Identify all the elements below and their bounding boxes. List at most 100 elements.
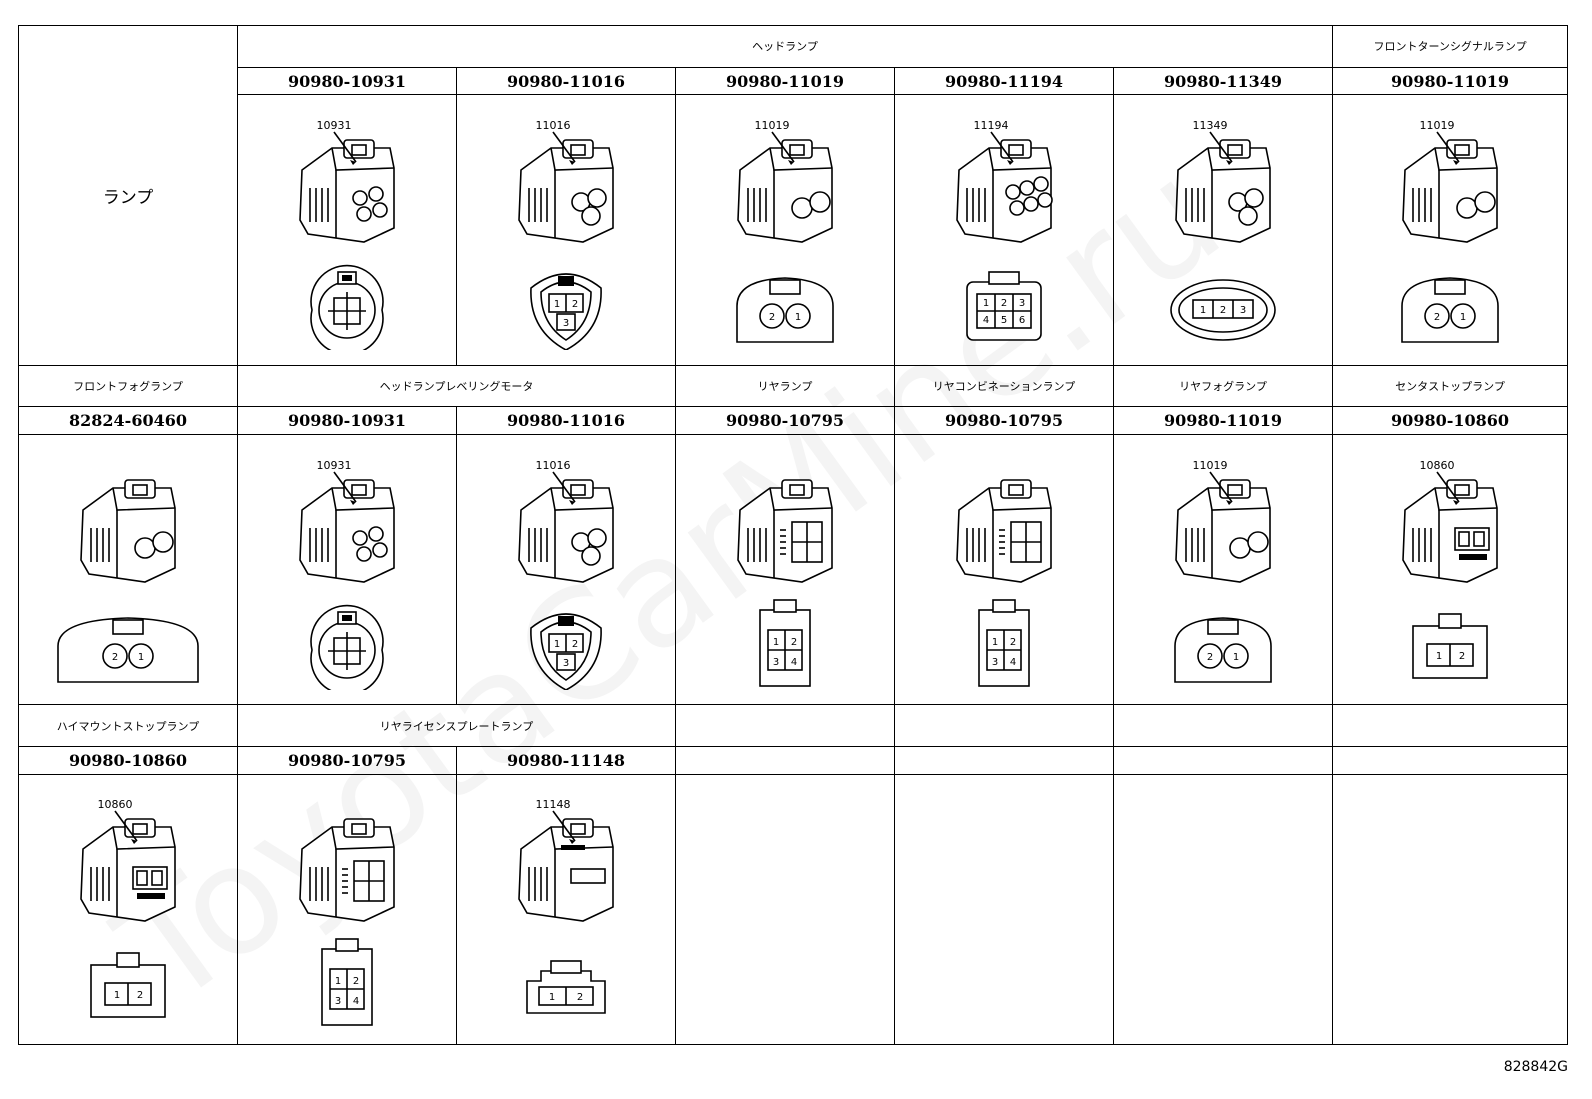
lamp-title: ランプ	[102, 187, 154, 208]
line-art	[372, 202, 388, 218]
line-art	[561, 845, 585, 851]
pin-number: 1	[1436, 651, 1442, 662]
connector-front-view	[310, 604, 384, 690]
pin-number: 5	[1001, 315, 1007, 326]
line-art	[791, 197, 813, 219]
group-label: ヘッドランプレベリングモータ	[237, 364, 676, 408]
line-art	[112, 618, 144, 635]
line-art	[132, 823, 148, 836]
group-label: ハイマウントストップランプ	[18, 704, 238, 748]
line-art	[570, 144, 586, 156]
pin-number: 1	[992, 637, 998, 648]
line-art	[1247, 530, 1269, 553]
line-art	[558, 275, 574, 286]
line-art	[1023, 196, 1039, 212]
pin-number: 4	[983, 315, 989, 326]
line-art	[1037, 192, 1053, 208]
part-number-row-3: 90980-10860 90980-10795 90980-11148	[18, 746, 1569, 775]
pin-number: 2	[572, 299, 578, 310]
line-art	[137, 893, 165, 900]
line-art	[128, 642, 154, 669]
header-row-2: フロントフォグランプ ヘッドランプレベリングモータ リヤランプ リヤコンビネーシ…	[18, 364, 1569, 408]
line-art	[809, 191, 831, 213]
part-number	[894, 746, 1114, 775]
line-art	[352, 190, 368, 206]
line-art	[736, 277, 834, 343]
leader-line	[333, 471, 357, 503]
part-tag-label: 10860	[1420, 459, 1455, 472]
part-tag-label: 11016	[536, 459, 571, 472]
leader-line	[552, 810, 576, 842]
part-tag-label: 11148	[536, 798, 571, 811]
connector-cell	[675, 773, 895, 1046]
connector-iso-view	[956, 478, 1052, 583]
line-art	[116, 952, 140, 969]
line-art	[558, 615, 574, 626]
pin-number: 2	[769, 312, 775, 323]
part-number-row-2: 82824-60460 90980-10931 90980-11016 9098…	[18, 406, 1569, 435]
line-art	[1227, 483, 1243, 496]
pin-number: 1	[1233, 652, 1239, 663]
part-tag-label: 10860	[98, 798, 133, 811]
line-art	[759, 303, 785, 329]
line-art	[773, 598, 797, 613]
line-art	[1454, 483, 1470, 496]
leader-arrow	[1453, 159, 1460, 165]
part-number: 90980-10931	[237, 406, 457, 435]
leader-arrow	[350, 159, 356, 165]
pin-number: 2	[577, 992, 583, 1003]
pin-number: 2	[791, 637, 797, 648]
leader-line	[1209, 131, 1233, 163]
part-tag-label: 10931	[317, 459, 352, 472]
pin-number: 1	[335, 976, 341, 987]
group-label: フロントフォグランプ	[18, 364, 238, 408]
line-art	[587, 188, 607, 208]
pin-number: 1	[1460, 312, 1466, 323]
part-tag-label: 11194	[974, 119, 1009, 132]
line-art	[356, 545, 372, 562]
line-art	[1458, 530, 1470, 547]
leader-line	[552, 471, 576, 503]
line-art	[550, 960, 582, 975]
leader-arrow	[1453, 499, 1460, 505]
part-number: 90980-10795	[675, 406, 895, 435]
pin-number: 3	[1019, 298, 1025, 309]
part-number-row-1: 90980-10931 90980-11016 90980-11019 9098…	[19, 66, 1569, 96]
connector-cell	[894, 773, 1114, 1046]
leader-line	[990, 131, 1014, 163]
group-label: リヤライセンスプレートランプ	[237, 704, 676, 748]
part-number: 90980-11019	[675, 66, 895, 96]
line-art	[1207, 618, 1239, 635]
line-art	[368, 186, 384, 202]
line-art	[587, 527, 607, 548]
line-art	[134, 536, 156, 559]
pin-number: 1	[554, 299, 560, 310]
pin-number: 2	[137, 990, 143, 1001]
connector-cell: 10931	[237, 433, 457, 706]
line-art	[1008, 483, 1024, 496]
pin-number: 2	[1220, 305, 1226, 316]
line-art	[342, 274, 352, 281]
pin-number: 2	[112, 652, 118, 663]
line-art	[57, 616, 199, 683]
pin-number: 6	[1019, 315, 1025, 326]
pin-number: 4	[353, 996, 359, 1007]
